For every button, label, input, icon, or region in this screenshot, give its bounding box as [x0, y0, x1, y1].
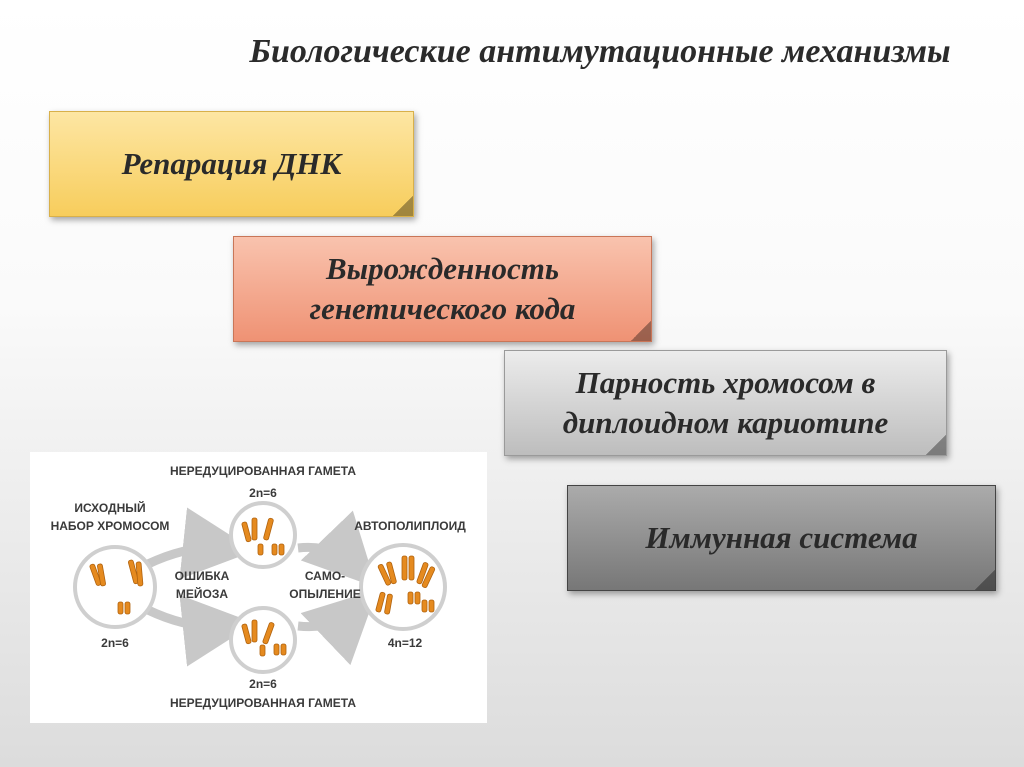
bottom-gamete-chromosomes: [241, 619, 287, 657]
card-code-degeneracy: Вырожденность генетического кода: [233, 236, 652, 342]
source-label-line1: ИСХОДНЫЙ: [74, 500, 145, 515]
arrow-label-right-line1: САМО-: [305, 569, 345, 583]
chromosome: [273, 643, 280, 656]
page-fold: [926, 435, 946, 455]
chromosome: [401, 555, 408, 581]
chromosome: [241, 521, 252, 543]
chromosome: [386, 561, 397, 585]
card-dna-repair-label: Репарация ДНК: [121, 146, 342, 181]
arrow-to-bottom-gamete: [146, 594, 255, 667]
card-chromosome-pairing: Парность хромосом в диплоидном кариотипе: [504, 350, 947, 456]
polyploid-chromosomes: [375, 555, 436, 615]
page-fold: [975, 570, 995, 590]
chromosome: [251, 619, 258, 643]
chromosome: [280, 643, 287, 656]
arrow-label-right-line2: ОПЫЛЕНИЕ: [289, 587, 360, 601]
source-cell: [73, 545, 157, 629]
result-ploidy: 4n=12: [388, 636, 423, 650]
chromosome: [89, 563, 102, 586]
chromosome: [97, 563, 106, 587]
chromosome: [414, 591, 421, 605]
card-dna-repair: Репарация ДНК: [49, 111, 414, 217]
chromosome: [241, 623, 252, 645]
arrow-label-left-line2: МЕЙОЗА: [176, 586, 228, 601]
card-chromosome-pairing-label: Парность хромосом в диплоидном кариотипе: [562, 365, 889, 440]
chromosome: [259, 644, 266, 657]
arrow-label-left-line1: ОШИБКА: [175, 569, 230, 583]
chromosome: [428, 599, 435, 613]
chromosome: [135, 561, 144, 587]
arrow-bottom-to-polyploid: [297, 589, 378, 666]
page-fold: [393, 196, 413, 216]
bottom-gamete-ploidy: 2n=6: [249, 677, 277, 691]
source-ploidy: 2n=6: [101, 636, 129, 650]
top-gamete-label: НЕРЕДУЦИРОВАННАЯ ГАМЕТА: [170, 464, 356, 478]
top-gamete-ploidy: 2n=6: [249, 486, 277, 500]
source-label-line2: НАБОР ХРОМОСОМ: [51, 519, 170, 533]
chromosome: [117, 601, 124, 615]
card-immune-system: Иммунная система: [567, 485, 996, 591]
chromosome: [421, 599, 428, 613]
chromosome: [407, 591, 414, 605]
bottom-gamete-label: НЕРЕДУЦИРОВАННАЯ ГАМЕТА: [170, 696, 356, 710]
arrow-top-to-polyploid: [297, 510, 377, 588]
source-chromosomes: [89, 559, 144, 615]
chromosome: [128, 559, 139, 585]
chromosome: [124, 601, 131, 615]
chromosome: [251, 517, 258, 541]
chromosome: [377, 564, 392, 586]
top-gamete-cell: [229, 501, 297, 569]
chromosome: [278, 543, 285, 556]
chromosome: [384, 593, 393, 615]
chromosome: [271, 543, 278, 556]
top-gamete-chromosomes: [241, 517, 285, 556]
chromosome: [257, 543, 264, 556]
card-code-degeneracy-label: Вырожденность генетического кода: [309, 251, 576, 326]
chromosome: [375, 591, 386, 613]
chromosome: [263, 517, 274, 541]
polyploidy-diagram-svg: НЕРЕДУЦИРОВАННАЯ ГАМЕТА 2n=6 ИСХОДНЫЙ НА…: [51, 464, 467, 710]
chromosome: [416, 562, 429, 585]
card-immune-system-label: Иммунная система: [645, 520, 918, 555]
chromosome: [408, 555, 415, 581]
result-label: АВТОПОЛИПЛОИД: [354, 519, 466, 533]
chromosome: [421, 566, 436, 588]
arrow-to-top-gamete: [146, 507, 255, 580]
chromosome: [262, 622, 275, 645]
page-fold: [631, 321, 651, 341]
polyploidy-diagram: НЕРЕДУЦИРОВАННАЯ ГАМЕТА 2n=6 ИСХОДНЫЙ НА…: [30, 452, 487, 723]
slide-title: Биологические антимутационные механизмы: [249, 33, 951, 70]
